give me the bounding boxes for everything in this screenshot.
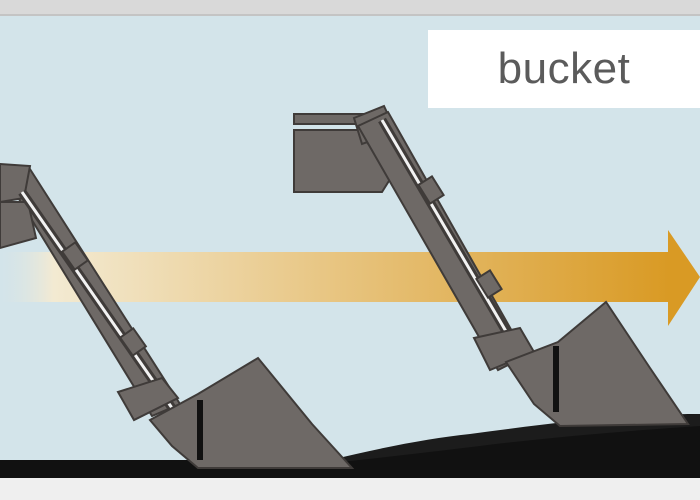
loader-arm-right	[293, 104, 690, 428]
arrow-head	[668, 230, 700, 326]
arrow-shaft	[0, 252, 670, 302]
bracket-left	[116, 376, 180, 422]
loader-diagram	[0, 104, 700, 478]
bucket-label: bucket	[497, 44, 631, 93]
bucket-right	[504, 300, 690, 428]
cylinder-collar-right-2	[475, 269, 503, 299]
diagram-panel: bucket	[0, 14, 700, 480]
direction-arrow	[0, 230, 700, 326]
bucket-left	[148, 356, 355, 469]
cylinder-collar-right-1	[417, 175, 445, 205]
boom-block-right	[293, 129, 394, 193]
loader-arm-left	[0, 162, 355, 469]
boom-plate-left	[0, 201, 38, 250]
label-box: bucket	[428, 30, 700, 108]
cylinder-collar-left-2	[118, 327, 148, 357]
cylinder-rod-left	[20, 191, 174, 409]
cylinder-rod-right	[380, 119, 526, 363]
bottom-border	[0, 478, 700, 500]
cylinder-collar-left-1	[60, 241, 90, 271]
